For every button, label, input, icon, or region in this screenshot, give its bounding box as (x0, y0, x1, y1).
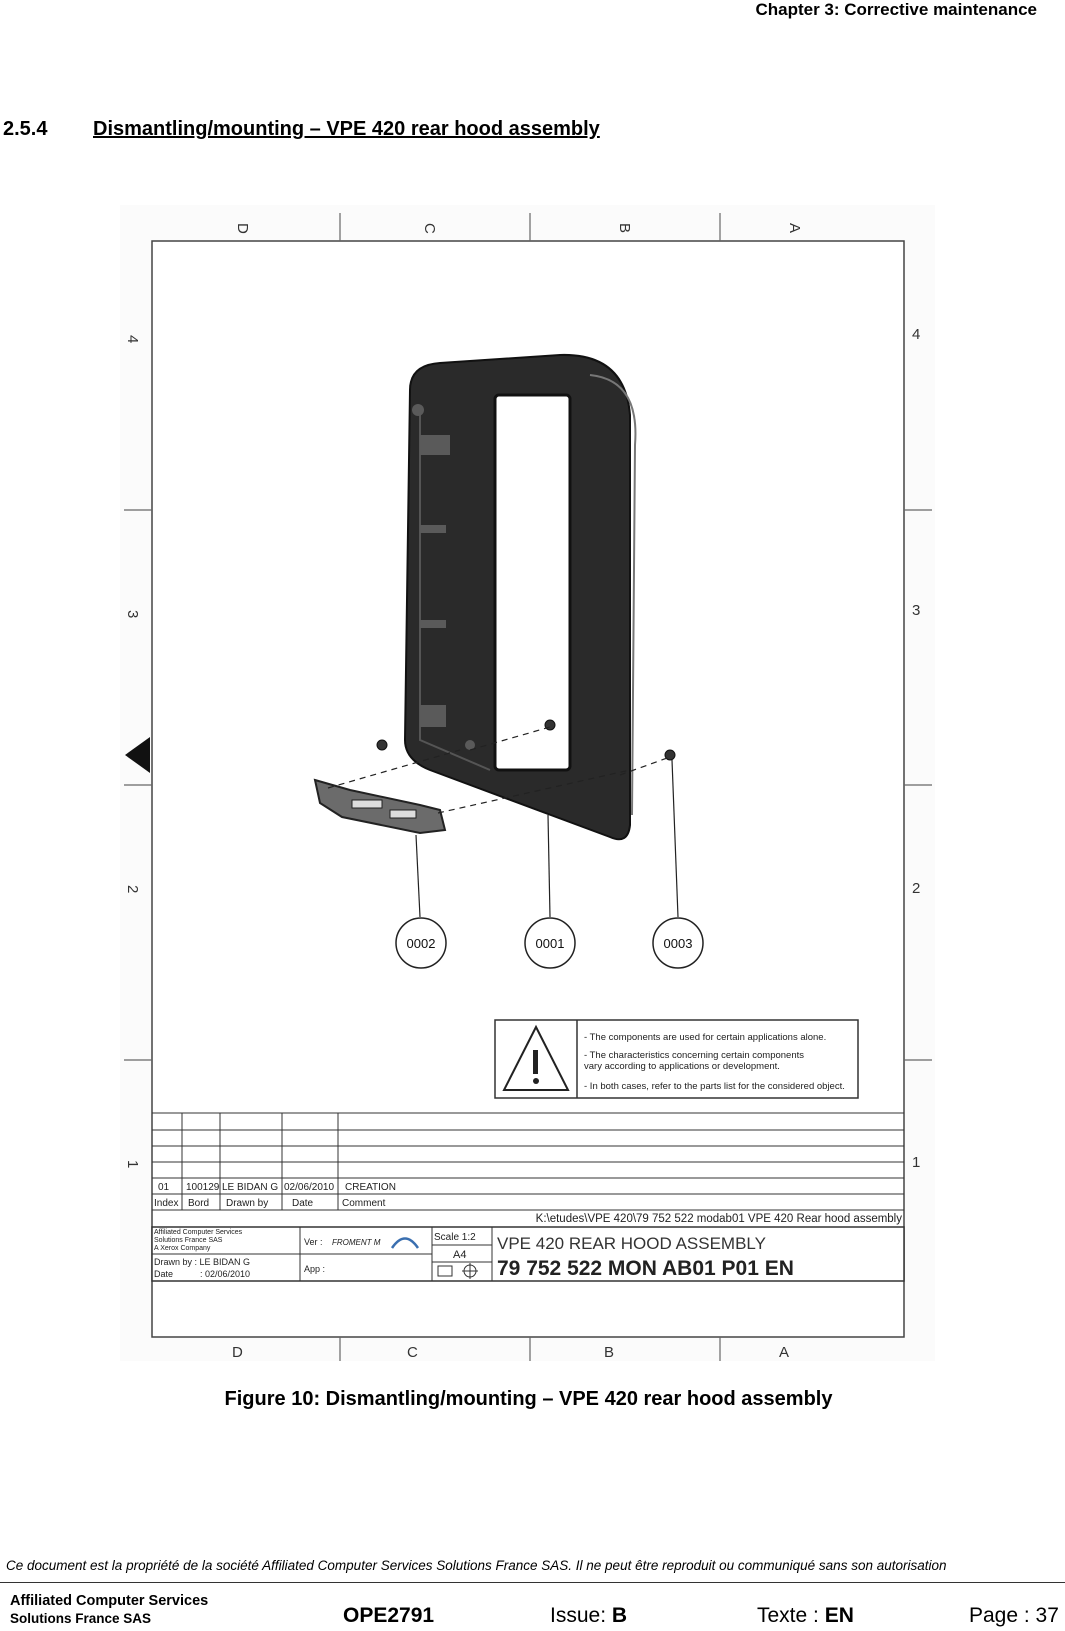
row-label-right-1: 1 (912, 1154, 920, 1171)
revision-table (152, 1112, 904, 1211)
projection-symbol-icon (437, 1263, 478, 1279)
footer-texte-value: EN (824, 1604, 854, 1627)
signature-arc-icon (390, 1237, 420, 1249)
warning-line-2a: - The characteristics concerning certain… (584, 1050, 804, 1061)
col-label-top-c: C (421, 223, 438, 234)
tb-format: A4 (453, 1249, 466, 1261)
section-title: Dismantling/mounting – VPE 420 rear hood… (93, 118, 600, 140)
col-label-bottom-c: C (407, 1344, 418, 1361)
row-label-left-4: 4 (124, 335, 141, 343)
rev-header-bord: Bord (188, 1198, 209, 1209)
centering-mark-icon (125, 737, 150, 773)
tb-date-label: Date (154, 1269, 173, 1279)
footer-texte-label: Texte : (757, 1604, 825, 1627)
footer-issue-value: B (611, 1604, 628, 1627)
tb-company-1: Affiliated Computer Services (154, 1229, 243, 1236)
bracket-part (313, 778, 447, 835)
rev-drawn-by: LE BIDAN G (222, 1182, 278, 1193)
footer-company-line-2: Solutions France SAS (10, 1611, 152, 1626)
row-label-left-2: 2 (124, 885, 141, 893)
footer-texte: Texte : EN (757, 1604, 854, 1628)
tb-part-number: 79 752 522 MON AB01 P01 EN (497, 1257, 794, 1280)
warning-box: - The components are used for certain ap… (494, 1019, 859, 1099)
rev-index: 01 (158, 1182, 170, 1193)
rear-hood-part (403, 353, 637, 841)
footer-company-line-1: Affiliated Computer Services (10, 1593, 209, 1609)
footer-disclaimer: Ce document est la propriété de la socié… (6, 1558, 947, 1573)
tb-ver-label: Ver : (304, 1237, 323, 1247)
warning-line-2b: vary according to applications or develo… (584, 1061, 780, 1072)
row-label-right-3: 3 (912, 602, 920, 619)
balloon-0003: 0003 (664, 936, 693, 951)
tb-company-2: Solutions France SAS (154, 1237, 223, 1244)
col-label-bottom-b: B (604, 1344, 614, 1361)
footer-doc-code: OPE2791 (343, 1604, 435, 1627)
warning-line-3: - In both cases, refer to the parts list… (584, 1081, 845, 1092)
chapter-header: Chapter 3: Corrective maintenance (755, 0, 1037, 19)
rev-header-date: Date (292, 1198, 314, 1209)
rev-header-comment: Comment (342, 1198, 386, 1209)
col-label-top-a: A (786, 223, 803, 233)
tb-scale: Scale 1:2 (434, 1232, 476, 1243)
footer-page-number: Page : 37 (969, 1604, 1059, 1627)
row-label-right-2: 2 (912, 880, 920, 897)
footer-issue-label: Issue: (550, 1604, 612, 1627)
balloon-0002: 0002 (407, 936, 436, 951)
assembly-drawing: D C B A D C B A 4 3 2 1 4 3 2 1 (120, 205, 935, 1361)
col-label-top-d: D (234, 223, 251, 234)
file-path: K:\etudes\VPE 420\79 752 522 modab01 VPE… (536, 1213, 903, 1225)
tb-ver-value: FROMENT M (332, 1238, 381, 1247)
section-number: 2.5.4 (3, 118, 48, 140)
rev-date: 02/06/2010 (284, 1182, 334, 1193)
col-label-bottom-a: A (779, 1344, 789, 1361)
row-label-left-1: 1 (124, 1160, 141, 1168)
tb-app-label: App : (304, 1264, 325, 1274)
title-block: Affiliated Computer Services Solutions F… (151, 1226, 905, 1282)
tb-date-value: : 02/06/2010 (200, 1269, 250, 1279)
footer-issue: Issue: B (550, 1604, 627, 1628)
col-label-bottom-d: D (232, 1344, 243, 1361)
row-label-left-3: 3 (124, 610, 141, 618)
col-label-top-b: B (616, 223, 633, 233)
rev-bord: 100129 (186, 1182, 220, 1193)
footer-divider (0, 1582, 1065, 1583)
rev-header-drawn-by: Drawn by (226, 1198, 268, 1209)
tb-company-3: A Xerox Company (154, 1245, 211, 1252)
tb-drawn-by: Drawn by : LE BIDAN G (154, 1257, 250, 1267)
row-label-right-4: 4 (912, 326, 920, 343)
rev-header-index: Index (154, 1198, 178, 1209)
warning-line-1: - The components are used for certain ap… (584, 1032, 826, 1043)
figure-caption: Figure 10: Dismantling/mounting – VPE 42… (224, 1388, 833, 1410)
balloon-0001: 0001 (536, 936, 565, 951)
rev-comment: CREATION (345, 1182, 396, 1193)
tb-title: VPE 420 REAR HOOD ASSEMBLY (497, 1234, 766, 1253)
